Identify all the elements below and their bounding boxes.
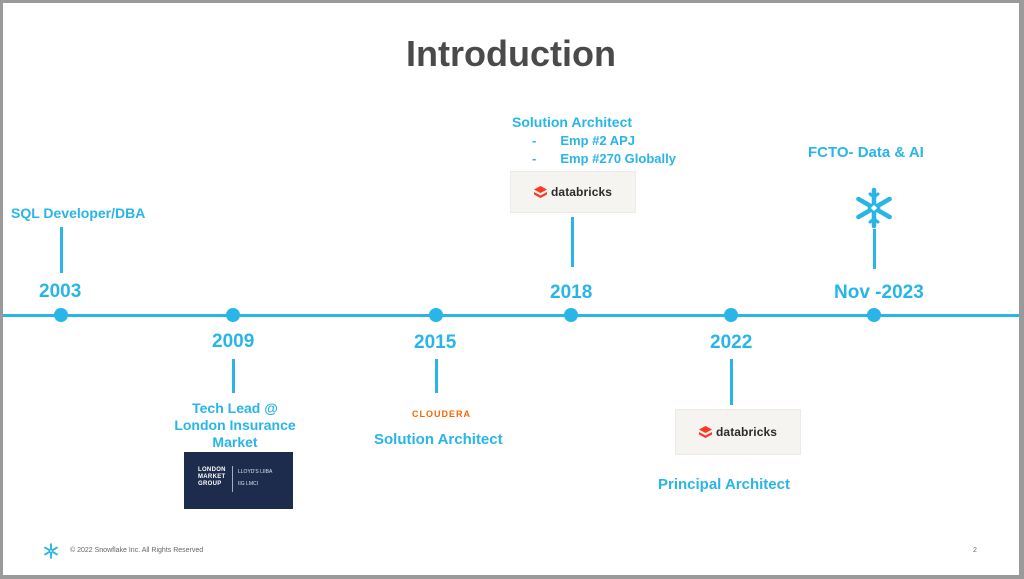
milestone-2009-label-line: Tech Lead @ [192,400,278,416]
milestone-2018-year: 2018 [550,282,593,303]
page-number: 2 [973,547,977,554]
slide: Introduction SQL Developer/DBA 2003 2009… [3,3,1019,575]
milestone-2015-label: Solution Architect [374,431,503,448]
snowflake-icon [856,187,892,229]
timeline-dot-2009 [226,308,240,322]
milestone-2015-year: 2015 [414,332,457,353]
milestone-2018-label: Solution Architect [512,114,633,130]
london-market-group-logo: LONDON MARKET GROUP LLOYD'S LIIBA IIG LM… [184,452,293,509]
milestone-2022-stem [730,359,733,405]
milestone-2023-stem [873,229,876,269]
milestone-2003-label: SQL Developer/DBA [11,205,146,221]
bullet-dash: - [532,151,537,166]
lmg-logo-line: LONDON [198,467,226,473]
milestone-2018-bullet: - Emp #2 APJ [532,133,635,148]
milestone-2022-year: 2022 [710,332,753,353]
timeline-dot-2022 [724,308,738,322]
timeline-dot-2018 [564,308,578,322]
databricks-icon [698,426,712,438]
milestone-2003-year: 2003 [39,281,82,302]
databricks-wordmark: databricks [550,185,613,199]
snowflake-icon [44,543,58,559]
databricks-wordmark: databricks [715,425,778,439]
lmg-logo-line: GROUP [198,481,222,487]
lmg-logo-line: MARKET [198,474,226,480]
databricks-logo-2018: databricks [510,171,636,213]
bullet-dash: - [532,133,537,148]
timeline-line [3,314,1019,317]
bullet-text: Emp #270 Globally [560,151,676,166]
milestone-2018-bullet: - Emp #270 Globally [532,151,676,166]
lmg-logo-right-bottom: IIG LMCI [238,481,259,487]
lmg-logo-right-top: LLOYD'S LIIBA [238,469,273,475]
bullet-text: Emp #2 APJ [560,133,636,148]
timeline-dot-2015 [429,308,443,322]
milestone-2009-stem [232,359,235,393]
page-title: Introduction [406,33,616,74]
lmg-logo-text: LONDON MARKET GROUP [198,467,226,488]
milestone-2009-label: Tech Lead @ London Insurance Market [165,400,305,451]
footer-copyright: © 2022 Snowflake Inc. All Rights Reserve… [70,547,204,554]
milestone-2009-label-line: London Insurance [174,417,296,433]
milestone-2009-year: 2009 [212,331,255,352]
milestone-2018-stem [571,217,574,267]
databricks-logo-2022: databricks [675,409,801,455]
lmg-logo-divider [232,466,233,492]
milestone-2009-label-line: Market [212,434,258,450]
milestone-2022-label: Principal Architect [658,476,790,493]
cloudera-logo: CLOUDERA [412,409,471,419]
milestone-2015-stem [435,359,438,393]
milestone-2023-label: FCTO- Data & AI [808,144,924,161]
timeline-dot-2023 [867,308,881,322]
timeline-dot-2003 [54,308,68,322]
milestone-2003-stem [60,227,63,273]
databricks-icon [533,186,547,198]
milestone-2023-year: Nov -2023 [834,282,924,303]
